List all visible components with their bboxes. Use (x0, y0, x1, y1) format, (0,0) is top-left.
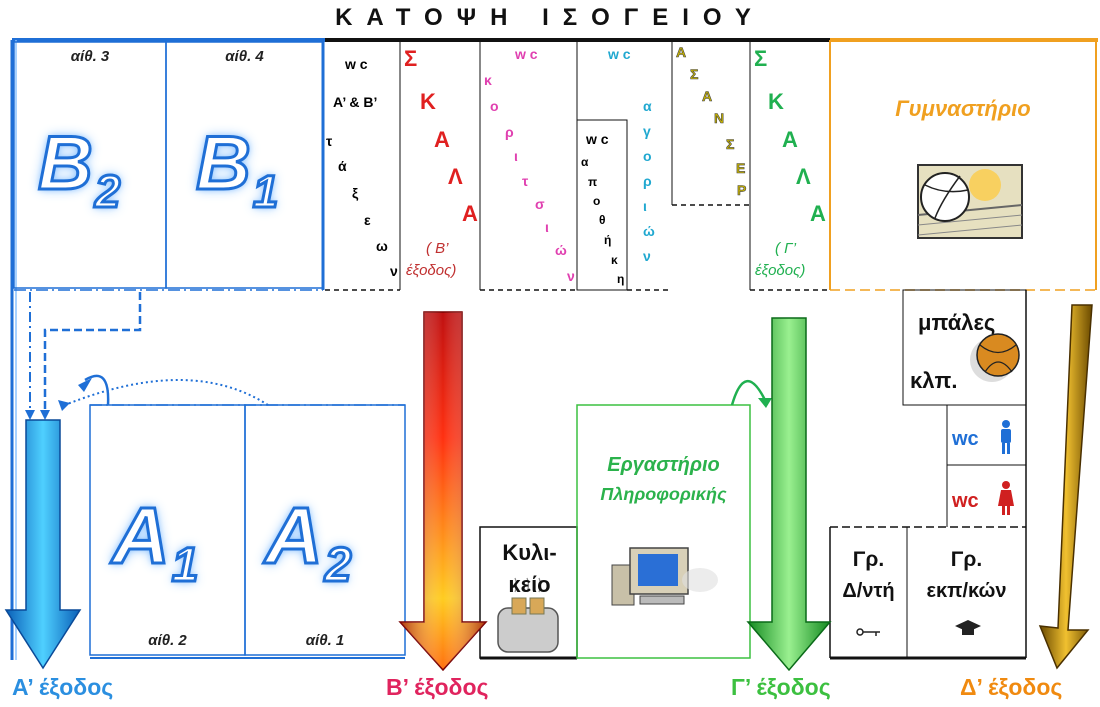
wc-boys-letter: ρ (505, 124, 514, 140)
stairs-c-note: έξοδος) (755, 262, 806, 279)
wc-boys-letter: κ (484, 72, 492, 88)
wc-girls-letter: ρ (643, 173, 652, 189)
graduation-cap-icon (955, 620, 981, 635)
computer-icon (611, 547, 718, 606)
wc-boys-letter: ν (567, 268, 575, 284)
wc-disabled-letter: η (617, 272, 625, 286)
lab-label-2: Πληροφορικής (600, 484, 727, 504)
exit-d-arrow (1038, 304, 1093, 670)
room-a1-number: αίθ. 2 (148, 632, 187, 649)
wc-teachers-letter: τ (326, 133, 333, 149)
wc-boys-head: w c (515, 46, 538, 62)
teachers-office-label-2: εκπ/κών (926, 580, 1007, 602)
wc-girls-head: w c (608, 46, 631, 62)
lift-letter: Α (702, 88, 713, 105)
lift-letter: Ν (714, 110, 725, 127)
wc-teachers-letter: ν (390, 263, 398, 279)
room-a2-label: A2 (264, 490, 354, 594)
wc-girls-letter: γ (643, 123, 651, 139)
lift-letter: Α (676, 44, 687, 61)
page-title: ΚΑΤΟΨΗ ΙΣΟΓΕΙΟΥ (335, 4, 765, 31)
stairs-c-note: ( Γ’ (775, 240, 797, 257)
room-b1-number: αίθ. 4 (225, 48, 264, 65)
volleyball-icon (917, 164, 1023, 239)
balls-storage-label-2: κλπ. (910, 368, 958, 393)
exit-c-label: Γ’ έξοδος (731, 674, 831, 700)
wc-disabled-letter: α (581, 155, 589, 169)
canteen-label: Κυλι- (502, 540, 557, 565)
stairs-b-letter: Α (434, 127, 450, 152)
female-figure-icon (998, 481, 1014, 515)
director-office-label: Γρ. (852, 548, 885, 571)
stairs-c-letter: Κ (768, 89, 784, 114)
wc-boys-letter: ι (545, 219, 549, 235)
wc-men-label: wc (952, 428, 979, 450)
wc-disabled-letter: ή (604, 233, 612, 247)
exit-d-label: Δ’ έξοδος (960, 674, 1063, 700)
balls-storage-label: μπάλες (918, 310, 996, 335)
wc-teachers-letter: ε (364, 212, 371, 228)
room-b2-number: αίθ. 3 (70, 48, 110, 65)
wc-teachers-letter: ξ (352, 185, 359, 201)
exit-a-arrow (4, 419, 82, 670)
ball-icon (970, 333, 1020, 382)
room-a2-number: αίθ. 1 (305, 632, 345, 649)
wc-boys-letter: ι (514, 148, 518, 164)
lift-letter: Σ (726, 136, 735, 153)
teachers-office-label: Γρ. (950, 548, 983, 571)
wc-women-label: wc (952, 490, 979, 512)
wc-disabled-letter: π (588, 175, 598, 189)
stairs-b-letter: Κ (420, 89, 436, 114)
exit-c-arrow (746, 317, 832, 672)
lift-letter: Ε (736, 160, 746, 177)
wc-boys-letter: ο (490, 98, 499, 114)
wc-girls-letter: α (643, 98, 652, 114)
wc-disabled-letter: κ (611, 253, 618, 267)
wc-teachers-sub: Α’ & Β’ (333, 94, 378, 110)
director-office-label-2: Δ/ντή (842, 580, 895, 602)
exit-b-label: Β’ έξοδος (386, 674, 489, 700)
wc-disabled-letter: θ (599, 213, 606, 227)
lab-label: Εργαστήριο (607, 454, 720, 476)
gym-label: Γυμναστήριο (895, 96, 1031, 121)
stairs-b-note: ( Β’ (426, 240, 449, 257)
stairs-b-letter: Σ (404, 46, 418, 71)
room-a1-label: A1 (111, 490, 201, 594)
wc-teachers-letter: ά (338, 158, 347, 174)
room-b1-label: B1 (195, 120, 281, 219)
key-icon (856, 628, 880, 636)
stairs-b-letter: Α (462, 201, 478, 226)
wc-boys-letter: τ (522, 173, 529, 189)
stairs-b-letter: Λ (448, 164, 463, 189)
wc-girls-letter: ι (643, 198, 647, 214)
stairs-b-note: έξοδος) (406, 262, 457, 279)
wc-disabled-head: w c (586, 131, 609, 147)
wc-girls-letter: ν (643, 248, 651, 264)
wc-teachers-head: w c (345, 56, 368, 72)
wc-girls-letter: ώ (643, 223, 655, 239)
room-b2-label: B2 (37, 120, 123, 219)
wc-boys-letter: ώ (555, 242, 567, 258)
toaster-icon (497, 577, 559, 653)
wc-girls-letter: ο (643, 148, 652, 164)
male-figure-icon (1001, 420, 1011, 454)
stairs-c-letter: Λ (796, 164, 811, 189)
exit-b-arrow (398, 311, 488, 672)
stairs-c-letter: Α (810, 201, 826, 226)
exit-a-label: Α’ έξοδος (12, 674, 114, 700)
wc-disabled-letter: ο (593, 194, 601, 208)
wc-teachers-letter: ω (376, 238, 388, 254)
canteen-label-2: κείο (508, 572, 551, 597)
lift-letter: Ρ (737, 182, 747, 199)
lift-letter: Σ (690, 66, 699, 83)
wc-boys-letter: σ (535, 196, 545, 212)
stairs-c-letter: Σ (754, 46, 768, 71)
stairs-c-letter: Α (782, 127, 798, 152)
